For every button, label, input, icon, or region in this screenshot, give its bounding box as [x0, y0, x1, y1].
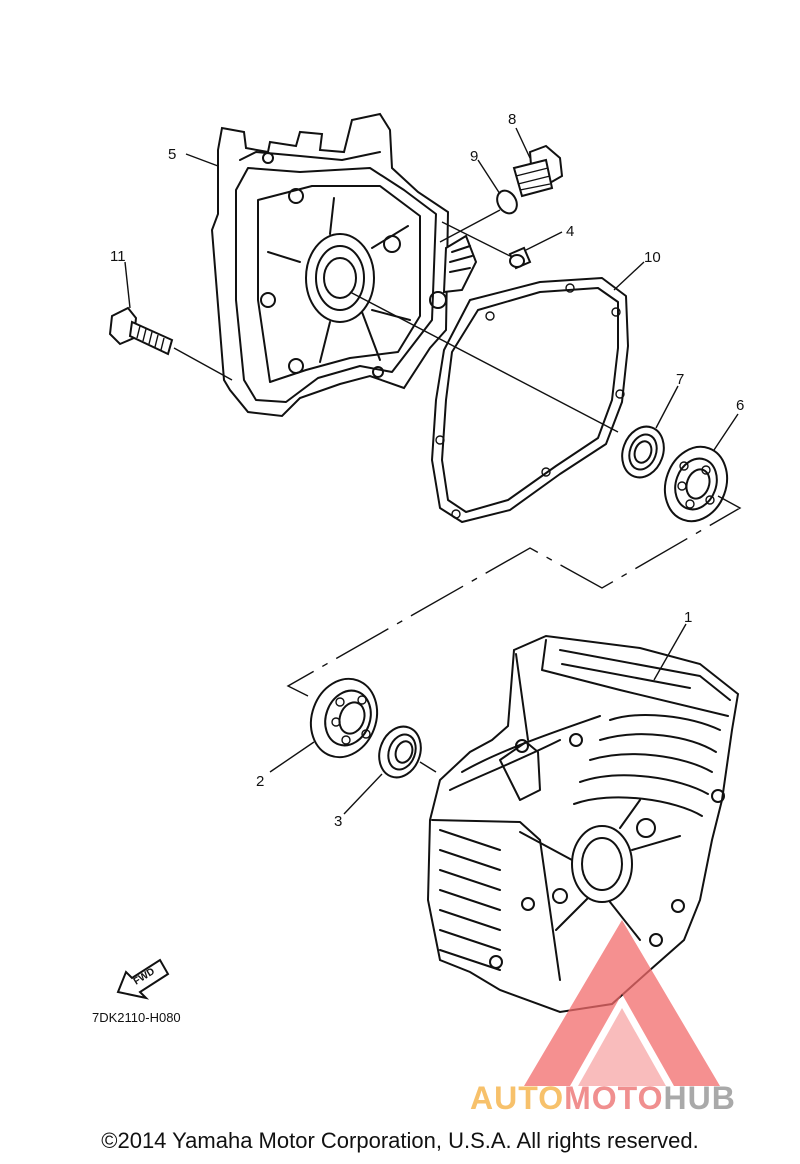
part-3-oil-seal [378, 725, 437, 779]
part-9-o-ring [439, 189, 518, 243]
part-6-bearing [663, 445, 729, 523]
assembly-axis-line [349, 291, 619, 433]
part-8-drain-plug [512, 144, 564, 198]
callout-5: 5 [168, 146, 176, 163]
part-1-crankcase-cylinder [426, 634, 740, 1014]
part-11-bolt [108, 306, 233, 381]
part-5-crankcase-cover [210, 112, 478, 418]
callout-2: 2 [256, 773, 264, 790]
watermark-moto: MOTO [564, 1080, 664, 1116]
part-2-bearing [309, 677, 379, 759]
callout-6: 6 [736, 397, 744, 414]
callout-8: 8 [508, 111, 516, 128]
watermark-text: AUTOMOTOHUB [470, 1080, 736, 1117]
callout-10: 10 [644, 249, 661, 266]
watermark-auto: AUTO [470, 1080, 565, 1116]
watermark-hub: HUB [663, 1080, 736, 1116]
assembly-guide-dashed [286, 495, 742, 697]
part-7-oil-seal [621, 425, 665, 479]
part-10-gasket [431, 277, 629, 523]
part-4-dowel-pin [441, 221, 532, 270]
callout-7: 7 [676, 371, 684, 388]
callout-4: 4 [566, 223, 574, 240]
watermark-logo-triangle [524, 920, 720, 1086]
callout-numbers: 5 11 8 9 4 10 7 6 1 2 3 [110, 111, 744, 830]
part-code: 7DK2110-H080 [92, 1010, 181, 1025]
fwd-arrow-icon: FWD [116, 958, 170, 1000]
callout-1: 1 [684, 609, 692, 626]
callout-9: 9 [470, 148, 478, 165]
callout-leaders [124, 127, 739, 815]
copyright-footer: ©2014 Yamaha Motor Corporation, U.S.A. A… [101, 1128, 699, 1153]
callout-11: 11 [110, 248, 126, 265]
callout-3: 3 [334, 813, 342, 830]
